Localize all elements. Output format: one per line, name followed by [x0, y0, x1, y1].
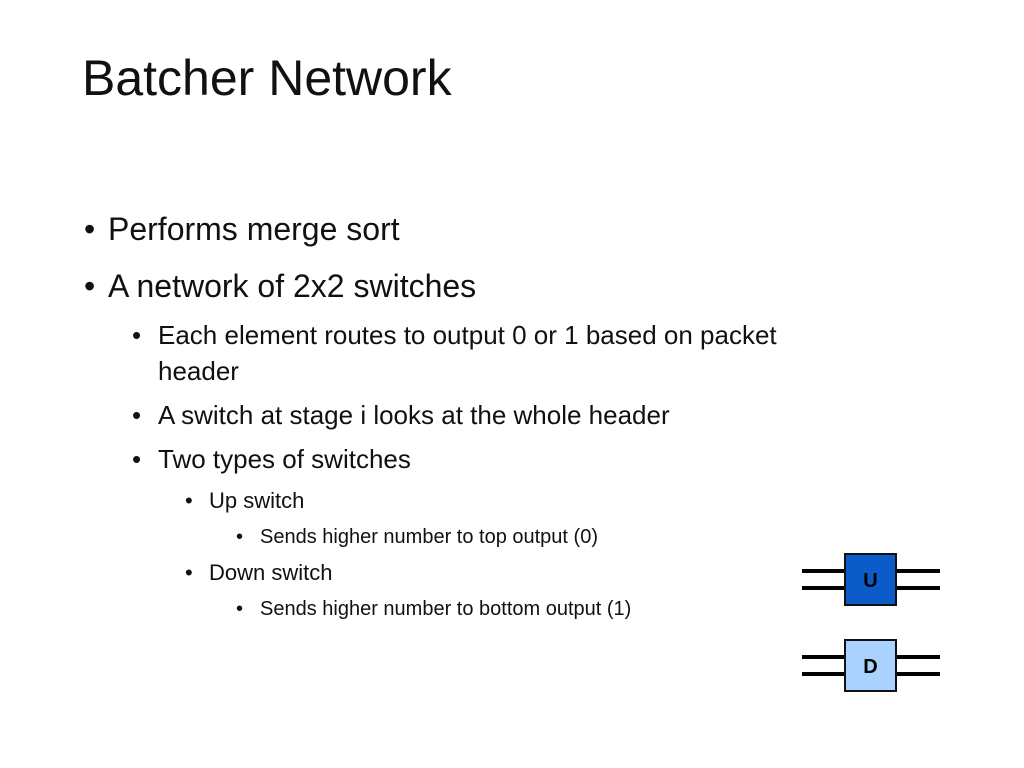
bullet-dot: •: [185, 488, 193, 513]
down-switch-box: [844, 639, 897, 692]
bullet-dot: •: [84, 211, 96, 247]
bullet-text: Sends higher number to top output (0): [260, 526, 598, 548]
bullet-text: Performs merge sort: [108, 211, 400, 247]
bullet-text: Sends higher number to bottom output (1): [260, 598, 632, 620]
bullet-text: Down switch: [209, 560, 333, 585]
switch-diagram: U D: [800, 548, 942, 698]
bullet-dot: •: [132, 444, 142, 474]
bullet-dot: •: [236, 598, 244, 620]
bullet-text: Up switch: [209, 488, 305, 513]
switch-diagram-svg: U D: [802, 553, 940, 692]
up-switch: U: [802, 553, 940, 606]
slide-title: Batcher Network: [82, 50, 452, 106]
bullet-text: A switch at stage i looks at the whole h…: [158, 400, 670, 430]
bullet-dot: •: [185, 560, 193, 585]
bullet-text: A network of 2x2 switches: [108, 268, 477, 304]
bullet-text: Each element routes to output 0 or 1 bas…: [158, 320, 777, 350]
down-switch: D: [802, 639, 940, 692]
bullet-dot: •: [132, 400, 142, 430]
up-switch-box: [844, 553, 897, 606]
bullet-text: header: [158, 356, 239, 386]
bullet-dot: •: [236, 526, 244, 548]
bullet-dot: •: [84, 268, 96, 304]
bullet-text: Two types of switches: [158, 444, 411, 474]
bullet-dot: •: [132, 320, 142, 350]
down-switch-label: D: [863, 656, 877, 678]
up-switch-label: U: [863, 570, 877, 592]
